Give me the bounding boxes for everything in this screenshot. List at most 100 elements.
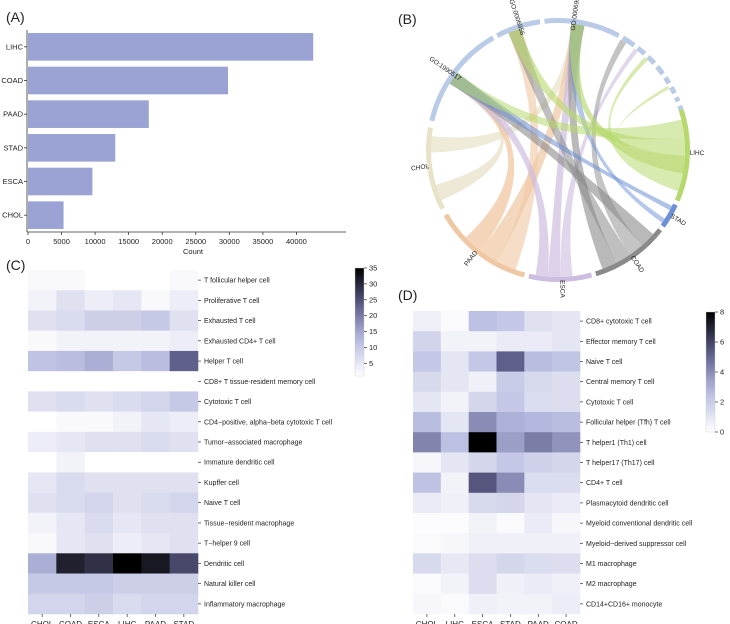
colorbar <box>705 311 716 433</box>
heatmap-cell <box>468 492 497 514</box>
heatmap-cell <box>113 492 142 514</box>
heatmap-cell <box>524 432 553 453</box>
heatmap-cell <box>468 472 497 494</box>
heatmap-cell <box>84 270 114 291</box>
row-label: Natural killer cell <box>204 581 256 588</box>
heatmap-cell <box>552 351 581 372</box>
heatmap-cell <box>413 472 442 494</box>
heatmap-cell <box>28 593 57 615</box>
heatmap-cell <box>28 492 57 514</box>
heatmap-cell <box>524 452 553 473</box>
chord-ribbon <box>497 28 539 270</box>
bar-lihc <box>28 33 314 61</box>
heatmap-cell <box>56 411 85 433</box>
heatmap-cell <box>169 270 199 291</box>
heatmap-cell <box>552 513 581 534</box>
column-label: LIHC <box>118 620 136 624</box>
heatmap-cell <box>56 452 85 473</box>
heatmap-cell <box>141 492 170 514</box>
panel-label-d: (D) <box>398 287 417 303</box>
heatmap-cell <box>468 452 497 473</box>
bar-chol <box>28 201 64 229</box>
column-label: COAD <box>555 620 578 624</box>
heatmap-cell <box>496 472 525 494</box>
heatmap-cell <box>56 310 85 332</box>
heatmap-cell <box>28 270 57 291</box>
heatmap-cell <box>169 330 199 352</box>
row-label: T−helper 9 cell <box>204 541 251 548</box>
heatmap-cell <box>56 553 85 574</box>
heatmap-cell <box>113 472 142 493</box>
heatmap-cell <box>524 472 553 494</box>
heatmap-cell <box>56 593 85 615</box>
go-term-arc <box>677 104 684 111</box>
heatmap-cell <box>440 513 469 534</box>
heatmap-cell <box>28 290 57 311</box>
heatmap-cell <box>84 350 114 372</box>
heatmap-cell <box>56 270 85 291</box>
column-label: CHOL <box>31 620 54 624</box>
heatmap-cell <box>468 513 497 534</box>
go-term-arc <box>496 19 541 38</box>
go-term-arc <box>669 86 677 95</box>
heatmap-cell <box>84 431 114 453</box>
heatmap-cell <box>440 452 469 473</box>
heatmap-cell <box>440 553 469 574</box>
column-label: STAD <box>500 620 521 624</box>
row-label: T follicular helper cell <box>204 278 270 285</box>
heatmap-cell <box>524 492 553 514</box>
heatmap-cell <box>440 351 469 372</box>
heatmap-cell <box>552 492 581 514</box>
heatmap-cell <box>28 330 57 352</box>
cancer-arc-paad <box>443 213 526 278</box>
heatmap-cell <box>84 573 114 595</box>
cancer-label-stad: STAD <box>669 213 687 228</box>
heatmap-cell <box>113 330 142 352</box>
row-label: Follicular helper (Tfh) T cell <box>586 420 671 427</box>
heatmap-cell <box>552 452 581 473</box>
heatmap-cell <box>141 330 170 352</box>
x-tick-label: 20000 <box>152 237 173 246</box>
go-term-arc <box>655 65 665 76</box>
heatmap-cell <box>84 512 114 534</box>
heatmap-cell <box>440 311 469 332</box>
heatmap-cell <box>413 412 442 433</box>
heatmap-cell <box>56 573 85 595</box>
heatmap-cell <box>84 371 114 392</box>
x-tick-label: 40000 <box>286 237 307 246</box>
row-label: Naive T cell <box>204 500 241 507</box>
heatmap-cell <box>413 533 442 554</box>
heatmap-cell <box>141 310 170 332</box>
heatmap-cell <box>113 553 142 574</box>
heatmap-cell <box>84 553 114 574</box>
heatmap-cell <box>28 472 57 493</box>
heatmap-cell <box>524 553 553 574</box>
row-label: Dendritic cell <box>204 561 245 568</box>
heatmap-cell <box>524 331 553 352</box>
heatmap-cell <box>496 432 525 453</box>
column-label: PAAD <box>528 620 549 624</box>
heatmap-cell <box>552 553 581 574</box>
chord-ribbon <box>547 23 585 278</box>
heatmap-cell <box>552 573 581 595</box>
row-label: CD8+ cytotoxic T cell <box>586 319 652 326</box>
heatmap-cell <box>141 472 170 493</box>
cancer-label-esca: ESCA <box>558 280 565 298</box>
heatmap-cell <box>141 452 170 473</box>
row-label: Naive T cell <box>586 359 623 366</box>
heatmap-cell <box>169 431 199 453</box>
heatmap-cell <box>169 310 199 332</box>
heatmap-cell <box>169 350 199 372</box>
chord-ribbon <box>431 23 585 153</box>
column-label: ESCA <box>88 620 110 624</box>
heatmap-cell <box>552 311 581 332</box>
heatmap-cell <box>468 391 497 413</box>
chord-ribbon <box>449 72 685 140</box>
heatmap-cell <box>413 593 442 615</box>
cancer-arc-chol <box>426 127 445 210</box>
y-tick-label: LIHC <box>6 42 24 51</box>
column-label: COAD <box>59 620 82 624</box>
heatmap-cell <box>413 432 442 453</box>
colorbar-tick-label: 2 <box>720 398 724 407</box>
